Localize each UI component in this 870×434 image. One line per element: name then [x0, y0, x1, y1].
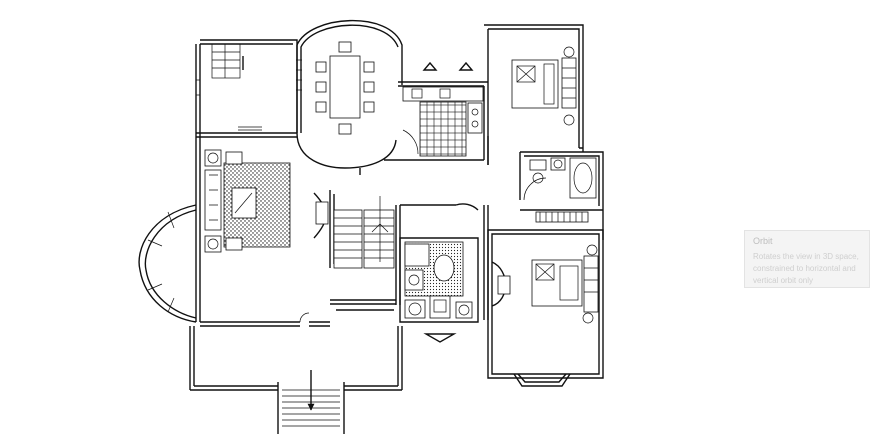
bedroom-south — [487, 229, 604, 387]
living-room — [138, 44, 330, 327]
kitchen — [398, 61, 489, 165]
orbit-tooltip: Orbit Rotates the view in 3D space, cons… — [744, 230, 870, 288]
wardrobe — [520, 209, 604, 240]
laundry-room — [399, 237, 479, 343]
entry-stair-room — [196, 39, 298, 133]
dining-room — [296, 19, 403, 169]
tooltip-title: Orbit — [753, 236, 773, 246]
bathroom — [519, 151, 604, 210]
porch — [189, 326, 403, 434]
tooltip-description: Rotates the view in 3D space, constraine… — [753, 252, 859, 285]
central-hall — [313, 159, 489, 320]
bedroom-north — [484, 24, 584, 165]
